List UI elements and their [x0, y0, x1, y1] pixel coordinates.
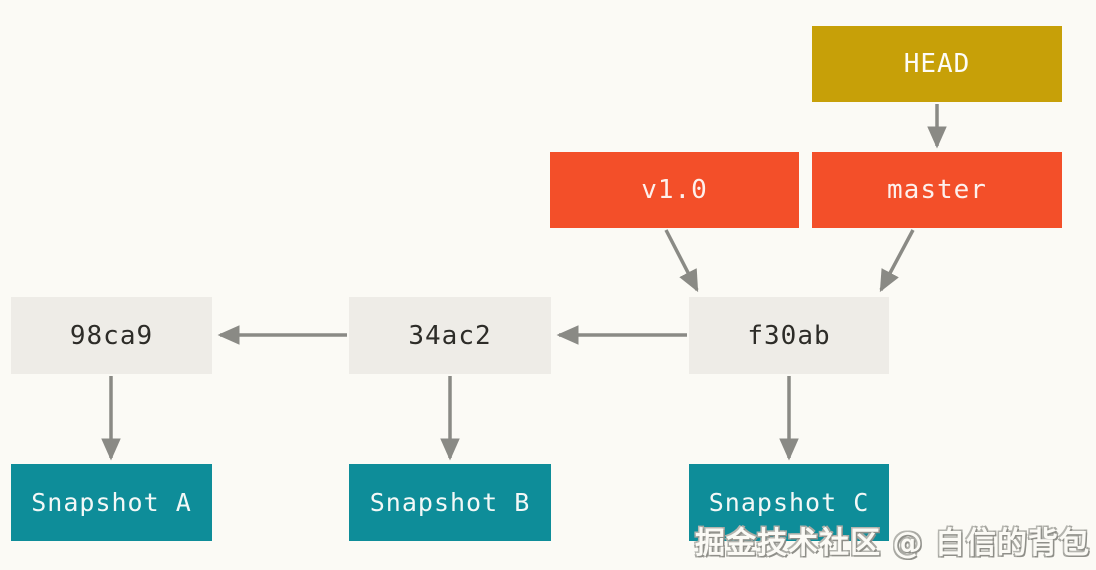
edge-v1.0-to-f30ab: [664, 229, 699, 293]
tag-v1.0-label: v1.0: [641, 175, 708, 205]
commit-98ca9-node: 98ca9: [11, 297, 212, 374]
branch-master-label: master: [887, 175, 987, 205]
branch-master-node: master: [812, 152, 1062, 228]
head-pointer-label: HEAD: [903, 49, 971, 79]
commit-34ac2-label: 34ac2: [408, 320, 492, 351]
commit-34ac2-node: 34ac2: [349, 297, 551, 374]
snapshot-a-label: Snapshot A: [31, 488, 192, 517]
edge-master-to-f30ab: [879, 229, 915, 293]
commit-98ca9-label: 98ca9: [69, 320, 154, 351]
tag-v1.0-node: v1.0: [550, 152, 799, 228]
snapshot-b-label: Snapshot B: [369, 488, 531, 517]
snapshot-b-node: Snapshot B: [349, 464, 551, 541]
watermark: 掘金技术社区 @ 自信的背包: [695, 526, 1090, 561]
snapshot-c-label: Snapshot C: [708, 488, 870, 517]
commit-f30ab-node: f30ab: [689, 297, 889, 374]
commit-f30ab-label: f30ab: [747, 320, 831, 351]
snapshot-c-node: Snapshot C: [689, 464, 889, 541]
head-pointer-node: HEAD: [812, 26, 1062, 102]
snapshot-a-node: Snapshot A: [11, 464, 212, 541]
